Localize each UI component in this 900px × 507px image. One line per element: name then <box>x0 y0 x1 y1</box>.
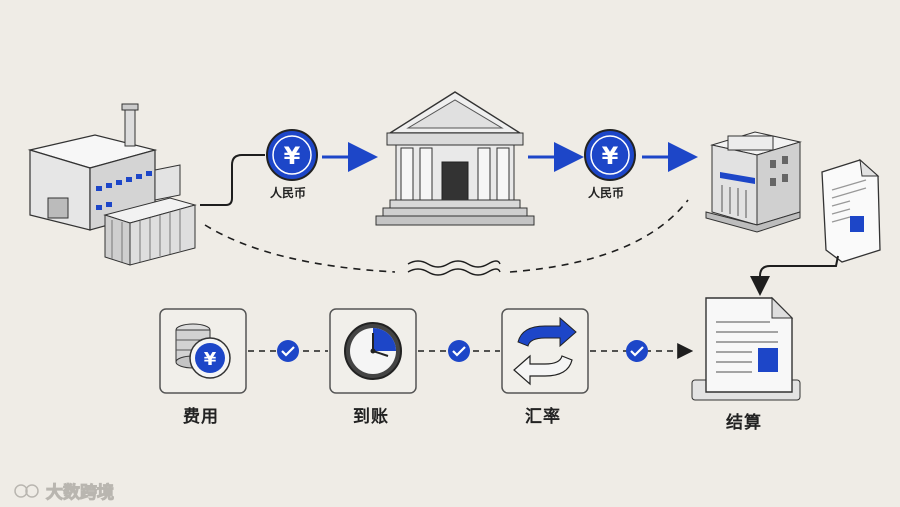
arrow-to-settlement <box>750 255 839 296</box>
clock-icon <box>344 322 402 380</box>
step-label-cost: 费用 <box>183 407 219 427</box>
dashed-flow-arc <box>509 199 689 273</box>
svg-text:¥: ¥ <box>204 349 217 370</box>
bank-building-icon <box>375 91 535 226</box>
watermark-text: 大数跨境 <box>46 483 115 504</box>
step-label-settlement: 结算 <box>726 413 762 433</box>
dashed-flow-arc <box>204 224 396 273</box>
currency-label-rmb: 人民币 <box>270 186 307 200</box>
exchange-arrows-icon <box>513 316 577 386</box>
company-building-icon <box>705 131 802 233</box>
yuan-coin-icon: ¥ <box>266 129 318 181</box>
step-exchange-card <box>501 308 589 394</box>
step-arrival-card <box>329 308 417 394</box>
svg-text:¥: ¥ <box>284 142 301 170</box>
coins-yen-icon: ¥ <box>175 323 231 379</box>
connector-factory-to-coin <box>200 154 265 206</box>
step-cost-card: ¥ <box>159 308 247 394</box>
currency-label-rmb: 人民币 <box>588 186 625 200</box>
settlement-document-icon <box>691 296 801 401</box>
check-icon <box>448 340 470 362</box>
step-label-exchange: 汇率 <box>525 407 561 427</box>
wave-symbol <box>407 260 501 276</box>
check-icon <box>277 340 299 362</box>
yuan-coin-icon: ¥ <box>584 129 636 181</box>
factory-icon <box>27 103 197 266</box>
watermark-mark-icon <box>14 483 39 498</box>
check-icon <box>626 340 648 362</box>
watermark-logo: 大数跨境 <box>14 478 115 504</box>
invoice-document-icon <box>821 158 881 263</box>
step-label-arrival: 到账 <box>353 407 389 427</box>
svg-text:¥: ¥ <box>602 142 619 170</box>
